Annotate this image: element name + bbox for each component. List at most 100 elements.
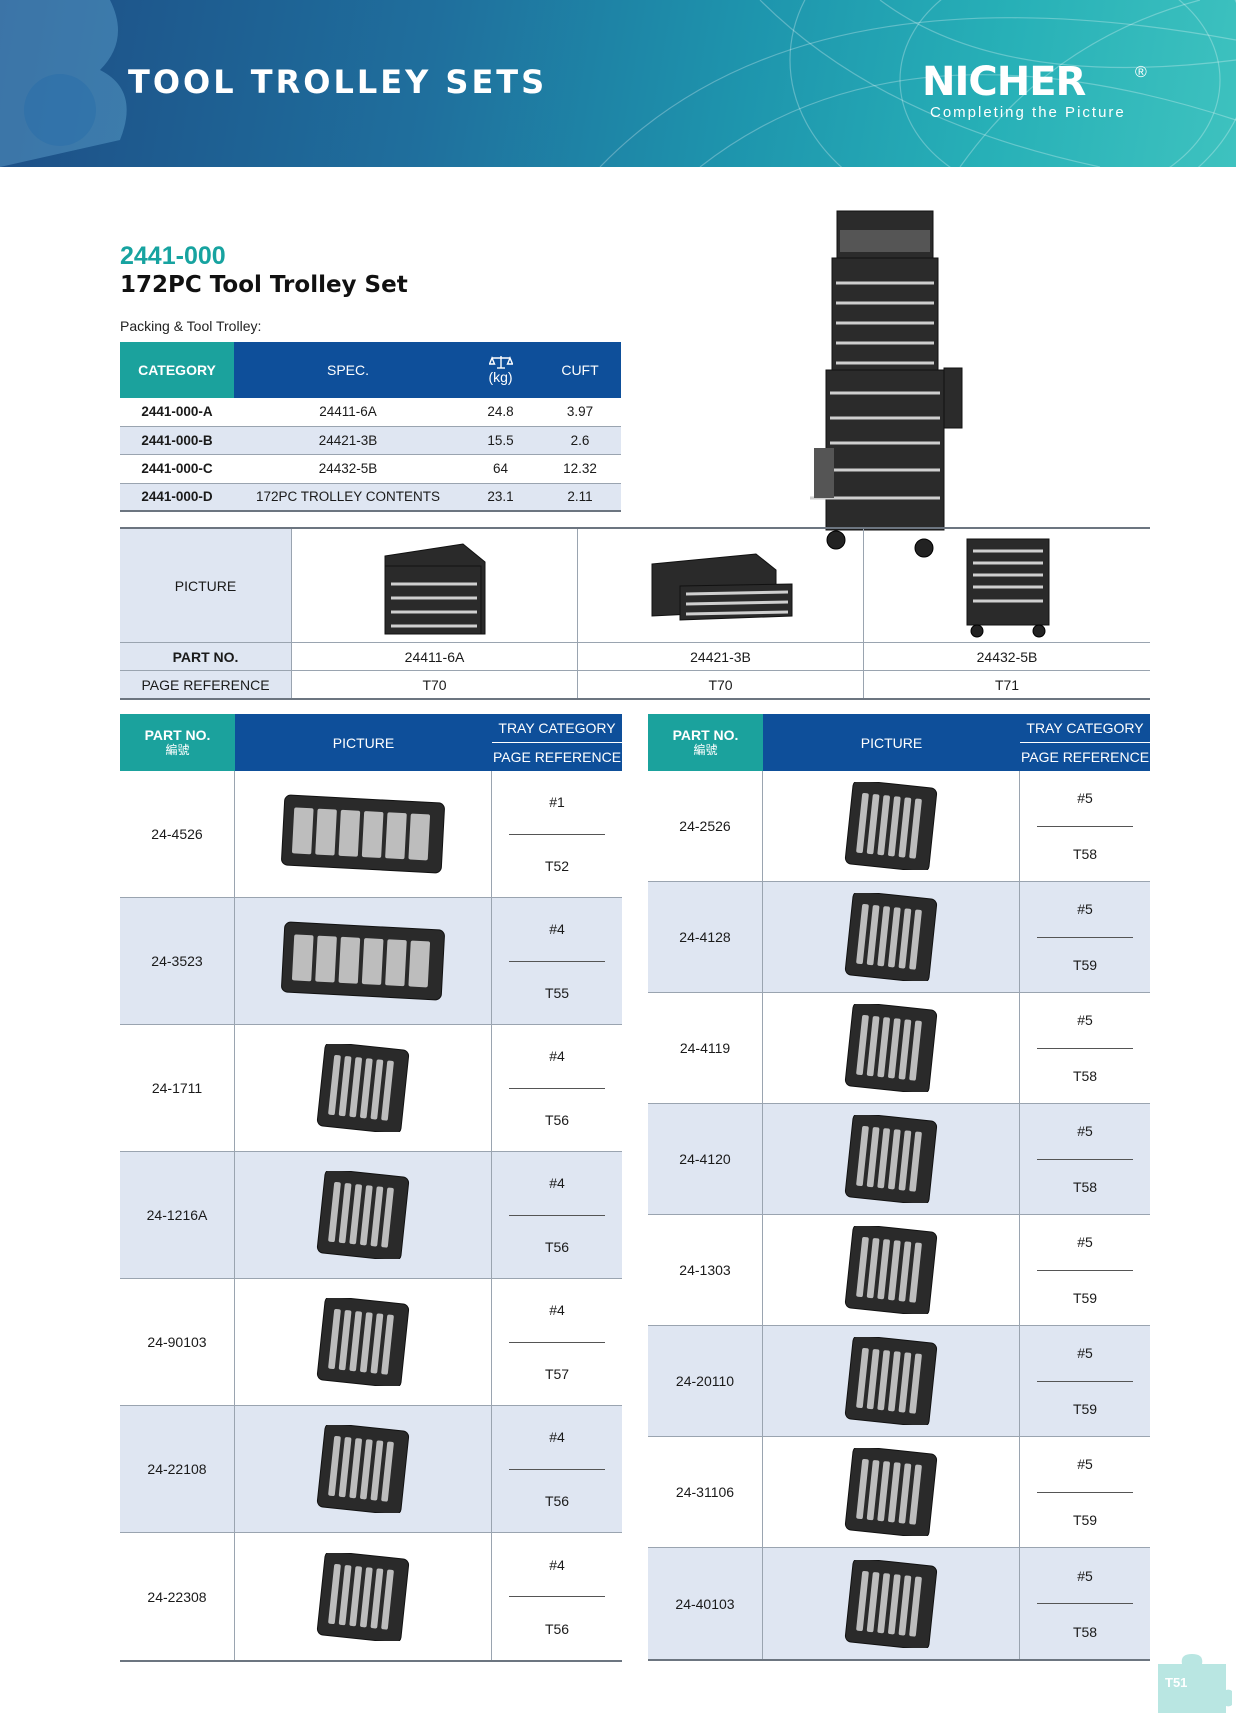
reference-divider xyxy=(509,833,605,835)
picture-cell xyxy=(864,529,1150,642)
header-part-no: PART NO. 編號 xyxy=(120,714,235,771)
registered-mark: ® xyxy=(1135,64,1147,81)
spec-category: 2441-000-C xyxy=(141,461,213,477)
header-page-reference: PAGE REFERENCE xyxy=(1020,749,1150,765)
roller-cabinet-icon xyxy=(966,538,1050,637)
tray-picture xyxy=(763,1215,1020,1325)
brand-name: NICHER xyxy=(922,59,1086,105)
tray-part-no: 24-31106 xyxy=(648,1437,763,1547)
tray-row: 24-4120 #5 T58 xyxy=(648,1104,1150,1215)
tray-row: 24-2526 #5 T58 xyxy=(648,771,1150,882)
tray-category: #5 xyxy=(1077,1123,1093,1140)
tray-row: 24-4526 #1 T52 xyxy=(120,771,622,898)
tray-picture xyxy=(763,771,1020,881)
product-title: 172PC Tool Trolley Set xyxy=(120,272,408,298)
header-weight: (kg) xyxy=(462,342,539,398)
part-no-cell: 24432-5B xyxy=(976,648,1038,665)
tray-category: #4 xyxy=(549,1429,565,1446)
plier-hammer-tray-icon xyxy=(316,1298,410,1386)
tray-part-no: 24-1303 xyxy=(648,1215,763,1325)
header-picture: PICTURE xyxy=(235,714,492,771)
packing-label: Packing & Tool Trolley: xyxy=(120,318,262,334)
tray-reference: #1 T52 xyxy=(492,771,622,897)
spec-cuft: 2.11 xyxy=(567,489,593,505)
reference-divider xyxy=(1037,1380,1133,1382)
screwdriver-set-tray-icon xyxy=(844,1448,938,1536)
reference-divider xyxy=(509,1596,605,1597)
spec-kg: 15.5 xyxy=(487,432,514,448)
hex-key-tray-icon xyxy=(316,1425,410,1513)
tray-reference: #4 T55 xyxy=(492,898,622,1024)
tray-table-header: PART NO. 編號 PICTURE TRAY CATEGORY PAGE R… xyxy=(648,714,1150,771)
tray-category: #4 xyxy=(549,1048,565,1065)
brand-logo: NICHER ® Completing the Picture xyxy=(922,62,1162,121)
bit-socket-tray-icon xyxy=(844,1115,938,1203)
page-title: TOOL TROLLEY SETS xyxy=(128,63,548,101)
tray-picture xyxy=(763,882,1020,992)
tray-table-right: PART NO. 編號 PICTURE TRAY CATEGORY PAGE R… xyxy=(648,714,1150,1661)
tray-page: T59 xyxy=(1072,1511,1098,1528)
header-part-no-label: PART NO. xyxy=(144,726,211,743)
tray-category: #5 xyxy=(1077,1567,1093,1584)
tray-row: 24-4128 #5 T59 xyxy=(648,882,1150,993)
spec-category: 2441-000-B xyxy=(141,432,213,448)
reference-divider xyxy=(1037,1158,1133,1160)
tray-page: T57 xyxy=(544,1365,570,1382)
reference-divider xyxy=(509,1214,605,1216)
header-cuft: CUFT xyxy=(539,342,621,398)
page-ref-label: PAGE REFERENCE xyxy=(120,671,292,698)
tray-part-no: 24-4526 xyxy=(120,771,235,897)
tray-picture xyxy=(763,993,1020,1103)
spec-row: 2441-000-A 24411-6A 24.8 3.97 xyxy=(120,398,621,427)
tray-reference: #5 T59 xyxy=(1020,882,1150,992)
tray-reference: #5 T58 xyxy=(1020,1104,1150,1214)
tray-page: T56 xyxy=(544,1111,570,1128)
tray-part-no: 24-3523 xyxy=(120,898,235,1024)
tray-category: #4 xyxy=(549,1556,565,1573)
tray-page: T58 xyxy=(1072,845,1098,862)
picture-label: PICTURE xyxy=(120,529,292,642)
product-code: 2441-000 xyxy=(120,242,226,270)
part-no-label: PART NO. xyxy=(120,643,292,670)
tray-table-left: PART NO. 編號 PICTURE TRAY CATEGORY PAGE R… xyxy=(120,714,622,1662)
picture-row: PICTURE xyxy=(120,529,1150,643)
tray-row: 24-90103 #4 T57 xyxy=(120,1279,622,1406)
socket-set-tray-icon xyxy=(281,794,445,874)
tray-page: T55 xyxy=(544,984,570,1001)
tray-category: #4 xyxy=(549,921,565,938)
tray-row: 24-4119 #5 T58 xyxy=(648,993,1150,1104)
tray-category: #4 xyxy=(549,1175,565,1192)
tray-part-no: 24-4120 xyxy=(648,1104,763,1214)
picture-cell xyxy=(292,529,578,642)
header-tray-category: TRAY CATEGORY xyxy=(492,714,622,743)
tray-page: T59 xyxy=(1072,956,1098,973)
spec-spec: 24421-3B xyxy=(318,432,378,448)
tray-row: 24-1216A #4 T56 xyxy=(120,1152,622,1279)
tray-row: 24-22108 #4 T56 xyxy=(120,1406,622,1533)
tray-page: T56 xyxy=(544,1238,570,1255)
tray-category: #4 xyxy=(549,1302,565,1319)
spec-cuft: 12.32 xyxy=(563,461,597,477)
picture-cell xyxy=(578,529,864,642)
tray-picture xyxy=(235,1406,492,1532)
tray-reference: #5 T59 xyxy=(1020,1215,1150,1325)
tray-reference: #4 T56 xyxy=(492,1152,622,1278)
reference-divider xyxy=(509,960,605,962)
header-spec: SPEC. xyxy=(234,342,462,398)
part-no-row: PART NO. 24411-6A 24421-3B 24432-5B xyxy=(120,643,1150,671)
tray-page: T59 xyxy=(1072,1289,1098,1306)
spec-category: 2441-000-A xyxy=(141,404,213,420)
tray-page: T58 xyxy=(1072,1067,1098,1084)
spec-table: CATEGORY SPEC. (kg) CUFT 2441-000-A 2441… xyxy=(120,342,621,512)
tray-picture xyxy=(763,1326,1020,1436)
spec-row: 2441-000-C 24432-5B 64 12.32 xyxy=(120,455,621,484)
header-tray-category: TRAY CATEGORY xyxy=(1020,714,1150,743)
tray-picture xyxy=(235,1533,492,1660)
tray-part-no: 24-1216A xyxy=(120,1152,235,1278)
tray-picture xyxy=(763,1437,1020,1547)
chisel-tray-icon xyxy=(844,1337,938,1425)
tool-chest-icon xyxy=(384,542,485,634)
spec-table-header: CATEGORY SPEC. (kg) CUFT xyxy=(120,342,621,398)
tray-picture xyxy=(235,1279,492,1405)
tray-category: #5 xyxy=(1077,790,1093,807)
